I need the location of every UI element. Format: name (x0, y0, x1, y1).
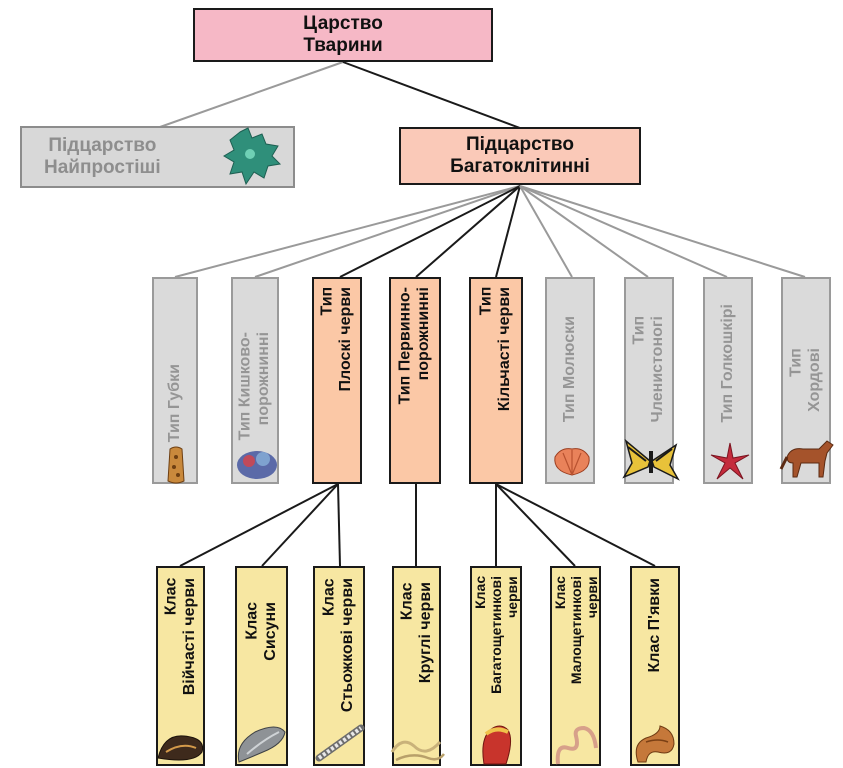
connector-flatworms-cestoda (337, 483, 341, 567)
class-oligochaeta-label: Клас Малощетинкові черви (551, 576, 600, 685)
kingdom-title-line1: Царство (303, 12, 383, 34)
kingdom-title-line2: Тварини (303, 35, 383, 56)
connector-annelids-oligochaeta (495, 483, 576, 567)
amoeba-icon (223, 127, 282, 186)
phylum-annelids-label: Тип Кільчасті черви (477, 287, 513, 412)
class-nematoda: Клас Круглі черви (390, 566, 445, 766)
phylum-nematodes: Тип Первинно- порожнинні (389, 277, 441, 484)
phylum-arthropods: Тип Членистоногі (622, 277, 680, 484)
connector-flatworms-turbellaria (179, 483, 339, 567)
shell-icon (554, 448, 590, 476)
class-oligochaeta: Клас Малощетинкові черви (550, 566, 601, 766)
subkingdom-multicellular-line2: Багатоклітинні (450, 156, 590, 177)
class-cestoda: Клас Стьожкові черви (313, 566, 365, 766)
connector-multicellular-cnidaria (254, 185, 521, 278)
polychaete-icon (482, 725, 512, 765)
subkingdom-protozoa-line2: Найпростіші (44, 157, 161, 178)
butterfly-icon (622, 438, 680, 481)
connector-kingdom-protozoa (159, 61, 344, 128)
roundworm-icon (390, 740, 445, 762)
subkingdom-multicellular-line1: Підцарство (465, 133, 574, 155)
earthworm-icon (555, 725, 598, 765)
connector-multicellular-sponges (174, 185, 521, 278)
phylum-cnidaria: Тип Кишково- порожнинні (231, 277, 279, 484)
subkingdom-multicellular-node: Підцарство Багатоклітинні (399, 127, 641, 185)
phylum-sponges: Тип Губки (152, 277, 198, 484)
phylum-chordates: Тип Хордові (779, 277, 834, 484)
phylum-chordates-label: Тип Хордові (787, 348, 823, 412)
class-turbellaria: Клас Війчасті черви (156, 566, 205, 766)
class-polychaeta-label: Клас Багатощетинкові черви (471, 576, 521, 694)
phylum-mollusks: Тип Молюски (545, 277, 595, 484)
connector-multicellular-echinoderms (519, 185, 728, 278)
kingdom-node: Царство Тварини (193, 8, 493, 62)
subkingdom-protozoa-node: Підцарство Найпростіші (20, 126, 295, 188)
connector-multicellular-chordates (519, 185, 806, 278)
phylum-flatworms-label: Тип Плоскі черви (318, 287, 354, 392)
connector-annelids-hirudinea (495, 483, 656, 567)
class-cestoda-label: Клас Стьожкові черви (320, 578, 356, 713)
class-turbellaria-label: Клас Війчасті черви (162, 578, 198, 696)
planarian-icon (157, 735, 204, 761)
kingdom-title: Царство Тварини (303, 13, 383, 58)
phylum-cnidaria-label: Тип Кишково- порожнинні (236, 331, 272, 440)
connector-flatworms-trematoda (261, 483, 339, 567)
tapeworm-icon (315, 724, 365, 762)
class-hirudinea-label: Клас П'явки (645, 578, 663, 673)
fluke-icon (237, 726, 286, 763)
class-trematoda-label: Клас Сисуни (243, 602, 279, 661)
class-hirudinea: Клас П'явки (630, 566, 680, 766)
phylum-echinoderms: Тип Голкошкірі (703, 277, 753, 484)
connector-multicellular-annelids (495, 185, 521, 278)
phylum-echinoderms-label: Тип Голкошкірі (718, 303, 736, 423)
coral-icon (237, 451, 277, 479)
leech-icon (635, 725, 675, 763)
phylum-nematodes-label: Тип Первинно- порожнинні (396, 287, 432, 405)
phylum-arthropods-label: Тип Членистоногі (630, 315, 666, 422)
horse-icon (779, 440, 834, 478)
sponge-icon (167, 446, 185, 484)
starfish-icon (710, 442, 750, 480)
subkingdom-protozoa-line1: Підцарство (48, 134, 157, 156)
class-nematoda-label: Клас Круглі черви (398, 582, 434, 684)
connector-multicellular-arthropods (519, 185, 649, 278)
class-polychaeta: Клас Багатощетинкові черви (470, 566, 522, 766)
phylum-flatworms: Тип Плоскі черви (312, 277, 362, 484)
phylum-annelids: Тип Кільчасті черви (469, 277, 523, 484)
connector-kingdom-multicellular (342, 61, 521, 129)
subkingdom-protozoa-title: Підцарство Найпростіші (44, 135, 161, 180)
phylum-mollusks-label: Тип Молюски (560, 315, 578, 422)
connector-multicellular-flatworms (339, 185, 521, 278)
subkingdom-multicellular-title: Підцарство Багатоклітинні (450, 134, 590, 179)
class-trematoda: Клас Сисуни (235, 566, 288, 766)
phylum-sponges-label: Тип Губки (165, 363, 183, 442)
connector-multicellular-nematodes (415, 185, 521, 278)
connector-multicellular-mollusks (519, 185, 573, 278)
